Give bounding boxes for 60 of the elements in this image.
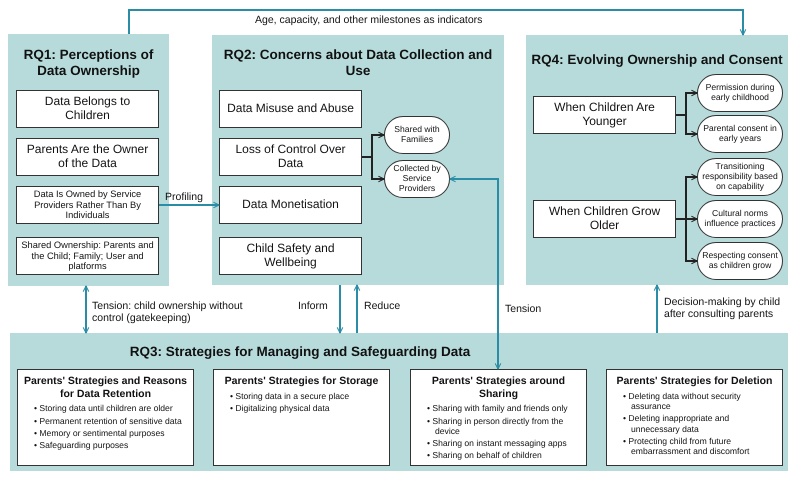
bullet-item: • Permanent retention of sensitive data <box>34 416 183 426</box>
concept-box: Data Monetisation <box>219 186 362 224</box>
concept-box: Data Belongs to Children <box>16 90 159 128</box>
bullet-item: • Digitalizing physical data <box>230 402 330 414</box>
strategy-card <box>213 369 390 466</box>
bullet-item: • Storing data until children are older <box>34 403 174 414</box>
rounded-box: Collected by Service Providers <box>384 160 450 198</box>
edge-label: Reduce <box>364 300 400 312</box>
panel-title: RQ2: Concerns about Data Collection and Use <box>222 47 494 78</box>
panel-title: RQ3: Strategies for Managing and Safeguarding Data <box>128 344 472 360</box>
arrow <box>128 9 746 36</box>
arrow <box>159 202 220 208</box>
concept-box: Data Misuse and Abuse <box>219 90 362 128</box>
card-heading: Parents' Strategies for Storage <box>224 375 380 388</box>
concept-box: Parents Are the Owner of the Data <box>16 138 159 176</box>
arrow <box>449 176 502 370</box>
card-heading: Parents' Strategies for Deletion <box>616 375 774 388</box>
concept-box: When Children Grow Older <box>533 200 676 238</box>
strategy-card <box>17 369 194 466</box>
rounded-box: Parental consent in early years <box>697 115 783 153</box>
bullet-item: • Sharing on instant messaging apps <box>427 438 568 448</box>
group-panel <box>212 35 504 285</box>
bullet-item: • Deleting data without security assurance <box>623 390 742 412</box>
arrow <box>676 218 698 264</box>
edge-label: Tension: child ownership without control (gatekeeping) <box>92 300 244 324</box>
edge-label: Profiling <box>165 191 203 204</box>
bullet-item: • Sharing in person directly from the device <box>427 416 564 436</box>
concept-box: Child Safety and Wellbeing <box>219 237 362 275</box>
rounded-box: Cultural norms influence practices <box>697 200 783 238</box>
concept-box: Shared Ownership: Parents and the Child; Family; User and platforms <box>16 237 159 275</box>
panel-title: RQ1: Perceptions of Data Ownership <box>22 47 154 78</box>
card-heading: Parents' Strategies around Sharing <box>430 375 566 400</box>
arrow <box>336 285 344 334</box>
arrow <box>354 284 360 333</box>
group-panel <box>10 333 788 471</box>
concept-box: When Children Are Younger <box>533 96 676 134</box>
concept-box: Loss of Control Over Data <box>219 138 362 176</box>
strategy-card <box>410 369 587 466</box>
bullet-item: • Deleting inappropriate and unnecessary data <box>623 413 730 434</box>
strategy-card <box>606 369 783 466</box>
edge-label: Tension <box>505 303 542 316</box>
group-panel <box>526 35 788 285</box>
edge-label: Decision-making by child after consulting parents <box>664 296 782 320</box>
bullet-item: • Sharing on behalf of children <box>427 450 543 461</box>
concept-box: Data Is Owned by Service Providers Rather Than By Individuals <box>16 186 159 224</box>
rounded-box: Permission during early childhood <box>697 74 783 112</box>
rounded-box: Shared with Families <box>384 116 450 154</box>
arrow <box>654 284 660 333</box>
card-heading: Parents' Strategies and Reasons for Data Retention <box>24 375 187 400</box>
bullet-item: • Storing data in a secure place <box>230 390 350 401</box>
edge-label: Inform <box>298 300 328 312</box>
rounded-box: Respecting consent as children grow <box>697 242 783 280</box>
bullet-item: • Memory or sentimental purposes <box>34 428 166 438</box>
bullet-item: • Protecting child from future embarrassment and discomfort <box>623 436 750 456</box>
arrow <box>82 285 90 334</box>
edge-label: Age, capacity, and other milestones as indicators <box>255 14 482 26</box>
bullet-item: • Sharing with family and friends only <box>427 403 569 414</box>
bullet-item: • Safeguarding purposes <box>34 440 130 450</box>
panel-title: RQ4: Evolving Ownership and Consent <box>530 52 784 68</box>
rounded-box: Transitioning responsibility based on capability <box>697 158 783 196</box>
